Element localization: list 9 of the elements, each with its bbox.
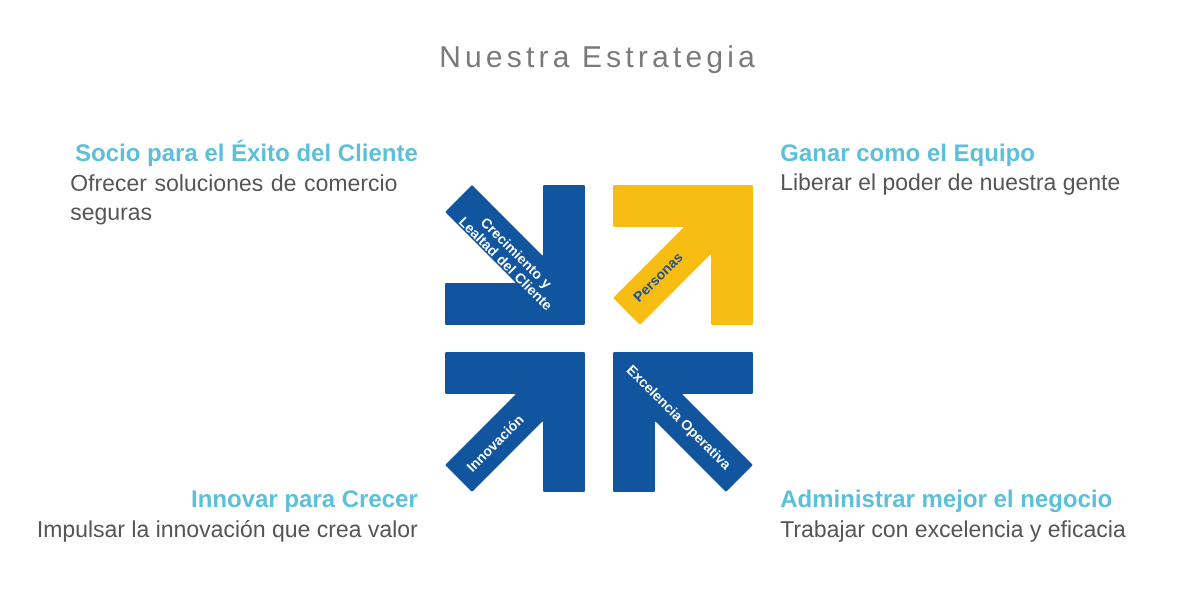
description: Impulsar la innovación que crea valor: [38, 520, 418, 542]
heading: Innovar para Crecer: [192, 490, 418, 512]
description: Ofrecer soluciones de comercio seguras: [70, 174, 397, 225]
description: Liberar el poder de nuestra gente: [782, 173, 1120, 195]
heading: Ganar como el Equipo: [781, 143, 1034, 166]
title: Nuestra Estrategia: [441, 45, 755, 74]
description: Trabajar con excelencia y eficacia: [780, 520, 1126, 542]
heading: Administrar mejor el negocio: [780, 489, 1112, 513]
heading: Socio para el Éxito del Cliente: [75, 139, 417, 166]
